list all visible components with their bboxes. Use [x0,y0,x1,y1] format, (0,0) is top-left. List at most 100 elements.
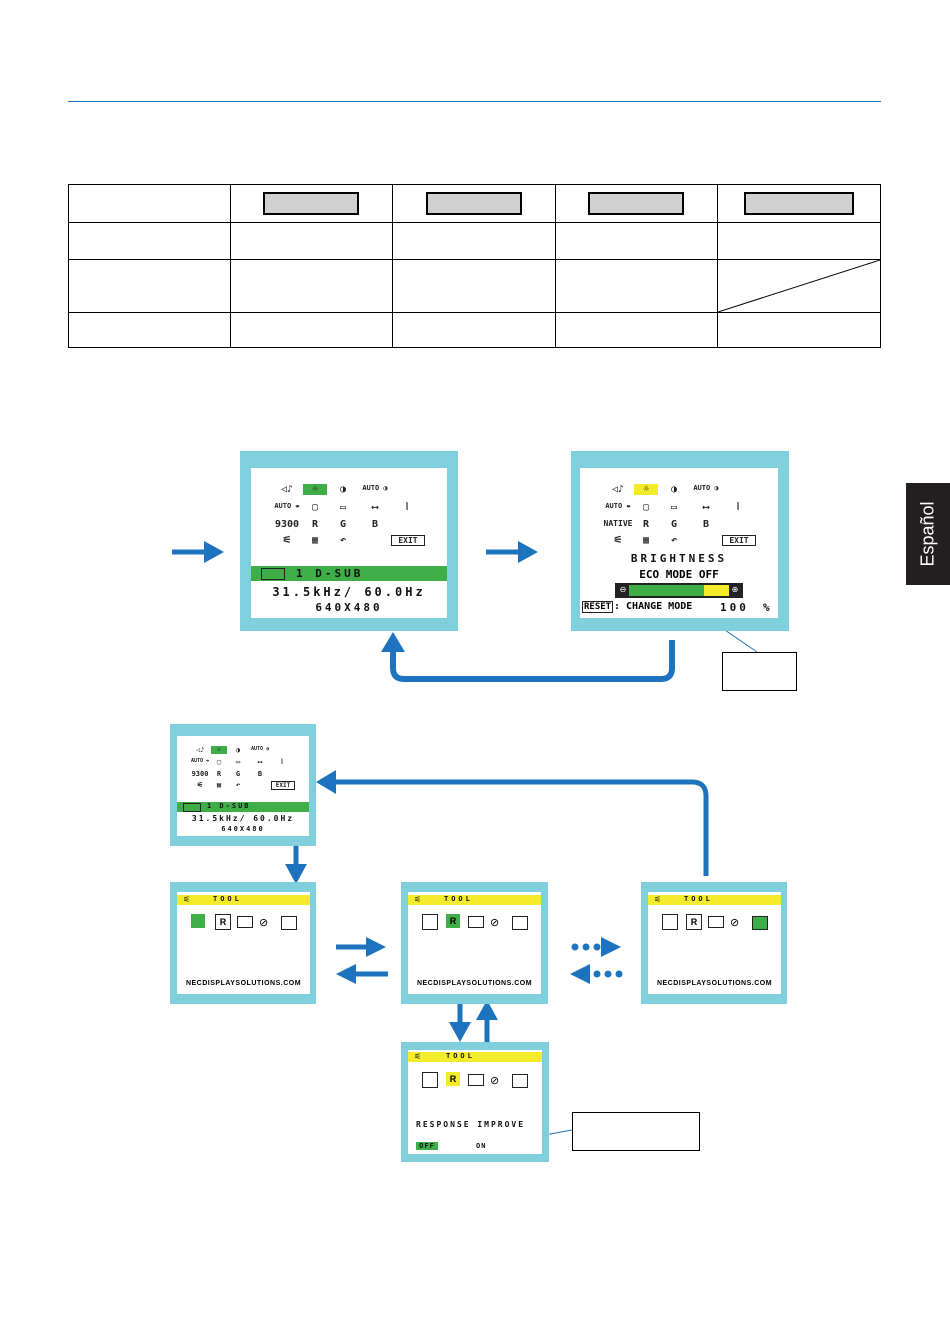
table-cell [716,312,882,348]
off-option[interactable]: OFF [416,1142,438,1150]
response-improve-icon: R [446,1072,460,1086]
url-text: NECDISPLAYSOLUTIONS.COM [656,980,773,987]
reset-key-label: RESET [582,601,614,613]
off-timer-icon: ⊘ [259,917,269,929]
left-right-icon: ▢ [311,502,319,513]
osd-tool-panel: ⚟ TOOL R ⊘ NECDISPLAYSOLUTIONS.COM [648,892,781,994]
tool-header-icon: ⚟ [654,895,662,904]
header-rule [68,101,881,102]
h-size-icon: ⟷ [257,758,263,766]
arrow-into-main [172,541,224,563]
arrow-tool-left [336,964,388,984]
language-icon: ▦ [311,535,319,546]
input-label: 1 D-SUB [296,567,364,580]
table-cell [554,222,718,260]
auto-adjust-icon: AUTO ⇹ [274,502,300,510]
brightness-slider[interactable]: ⊖ ⊕ [615,583,743,598]
tool-header-bar [177,895,310,905]
eco-mode-text: ECO MODE OFF [639,568,719,581]
response-improve-label: RESPONSE IMPROVE [416,1120,526,1129]
slider-fill [629,585,704,596]
menu-key-button [743,192,854,215]
response-improve-icon: R [215,914,231,930]
table-cell [716,222,882,260]
control-table [68,184,882,348]
input-label: 1 D-SUB [207,802,251,810]
osd-tool-panel: ⚟ TOOL R ⊘ NECDISPLAYSOLUTIONS.COM [177,892,310,994]
tool-header-bar [408,895,541,905]
dv-mode-icon [237,916,253,928]
off-timer-icon: ⊘ [490,1075,500,1087]
arrow-tool-down [449,998,471,1042]
fine-icon: ⦚ [405,502,409,513]
increase-icon[interactable]: ⊕ [731,585,739,594]
resolution-text: 640X480 [315,601,383,614]
change-mode-text: : CHANGE MODE [614,601,693,612]
left-right-icon: ▢ [642,502,650,513]
auto-contrast-icon: AUTO ◑ [693,484,719,492]
on-option[interactable]: ON [476,1142,487,1150]
factory-preset-icon: ↶ [235,781,241,789]
osd-tool-screen-1: ⚟ TOOL R ⊘ NECDISPLAYSOLUTIONS.COM [170,882,316,1004]
fine-icon: ⦚ [281,758,283,766]
expansion-icon [662,914,678,930]
menu-key-button [425,192,522,215]
menu-key-button [263,192,360,215]
icon-row-2: AUTO ⇹ ▢ ▭ ⟷ ⦚ [271,502,423,513]
color-preset-icon: 9300 [274,519,300,530]
fine-icon: ⦚ [736,502,740,513]
osd-main-small-screen: ◁♪ ☼ ◑ AUTO ◑ AUTO ⇹ ▢ ▭ ⟷ ⦚ 9300 R G B … [170,724,316,846]
red-icon: R [311,519,319,530]
exit-icon [752,916,768,930]
arrow-tool-right [336,937,386,957]
left-right-icon: ▢ [216,758,222,766]
off-timer-icon: ⊘ [490,917,500,929]
icon-row-1: ◁♪ ☼ ◑ AUTO ◑ [602,484,722,495]
empty-slot [690,535,722,546]
language-tab: Español [906,483,950,585]
osd-main-screen: ◁♪ ☼ ◑ AUTO ◑ AUTO ⇹ ▢ ▭ ⟷ ⦚ 9300 R G B … [240,451,458,631]
table-cell [229,312,394,348]
icon-row-4: ⚟ ▦ ↶ EXIT [189,781,295,790]
frequency-text: 31.5kHz/ 60.0Hz [191,814,295,823]
blue-icon: B [371,519,379,530]
contrast-icon: ◑ [339,484,347,495]
osd-brightness-panel: ◁♪ ☼ ◑ AUTO ◑ AUTO ⇹ ▢ ▭ ⟷ ⦚ NATIVE R G … [580,468,778,618]
down-up-icon: ▭ [235,758,241,766]
icon-row-2: AUTO ⇹ ▢ ▭ ⟷ ⦚ [602,502,754,513]
arrow-dotted-right [571,937,621,957]
icon-row-4: ⚟ ▦ ↶ EXIT [602,535,756,546]
brightness-value: 100 [720,601,749,614]
color-preset-icon: NATIVE [603,519,633,528]
icon-row-4: ⚟ ▦ ↶ EXIT [271,535,425,546]
osd-response-panel: ⚟ TOOL R ⊘ RESPONSE IMPROVE OFF ON [408,1050,542,1154]
dv-mode-icon [708,916,724,928]
auto-adjust-icon: AUTO ⇹ [190,758,210,764]
arrow-dotted-left [570,964,623,984]
auto-adjust-icon: AUTO ⇹ [605,502,631,510]
h-size-icon: ⟷ [702,502,710,513]
table-cell-diagonal [716,259,882,313]
auto-contrast-icon: AUTO ◑ [250,746,270,752]
exit-icon [281,916,297,930]
red-icon: R [216,770,222,778]
tool-header-icon: ⚟ [414,1052,422,1061]
volume-icon: ◁♪ [195,746,205,754]
osd-tool-screen-3: ⚟ TOOL R ⊘ NECDISPLAYSOLUTIONS.COM [641,882,787,1004]
tool-header-bar [648,895,781,905]
icon-row-2: AUTO ⇹ ▢ ▭ ⟷ ⦚ [189,758,293,767]
icon-row-3: NATIVE R G B [602,519,722,530]
monitor-input-icon [261,568,285,580]
table-cell [554,312,718,348]
table-cell [554,184,718,223]
blue-icon: B [257,770,263,778]
osd-response-screen: ⚟ TOOL R ⊘ RESPONSE IMPROVE OFF ON [401,1042,549,1162]
expansion-icon [191,914,205,928]
arrow-main-to-brightness [486,541,538,563]
brightness-icon: ☼ [211,746,227,754]
brightness-title: BRIGHTNESS [630,552,728,565]
tool-header-icon: ⚟ [414,895,422,904]
volume-icon: ◁♪ [611,484,625,495]
url-text: NECDISPLAYSOLUTIONS.COM [185,980,302,987]
decrease-icon[interactable]: ⊖ [619,585,627,594]
